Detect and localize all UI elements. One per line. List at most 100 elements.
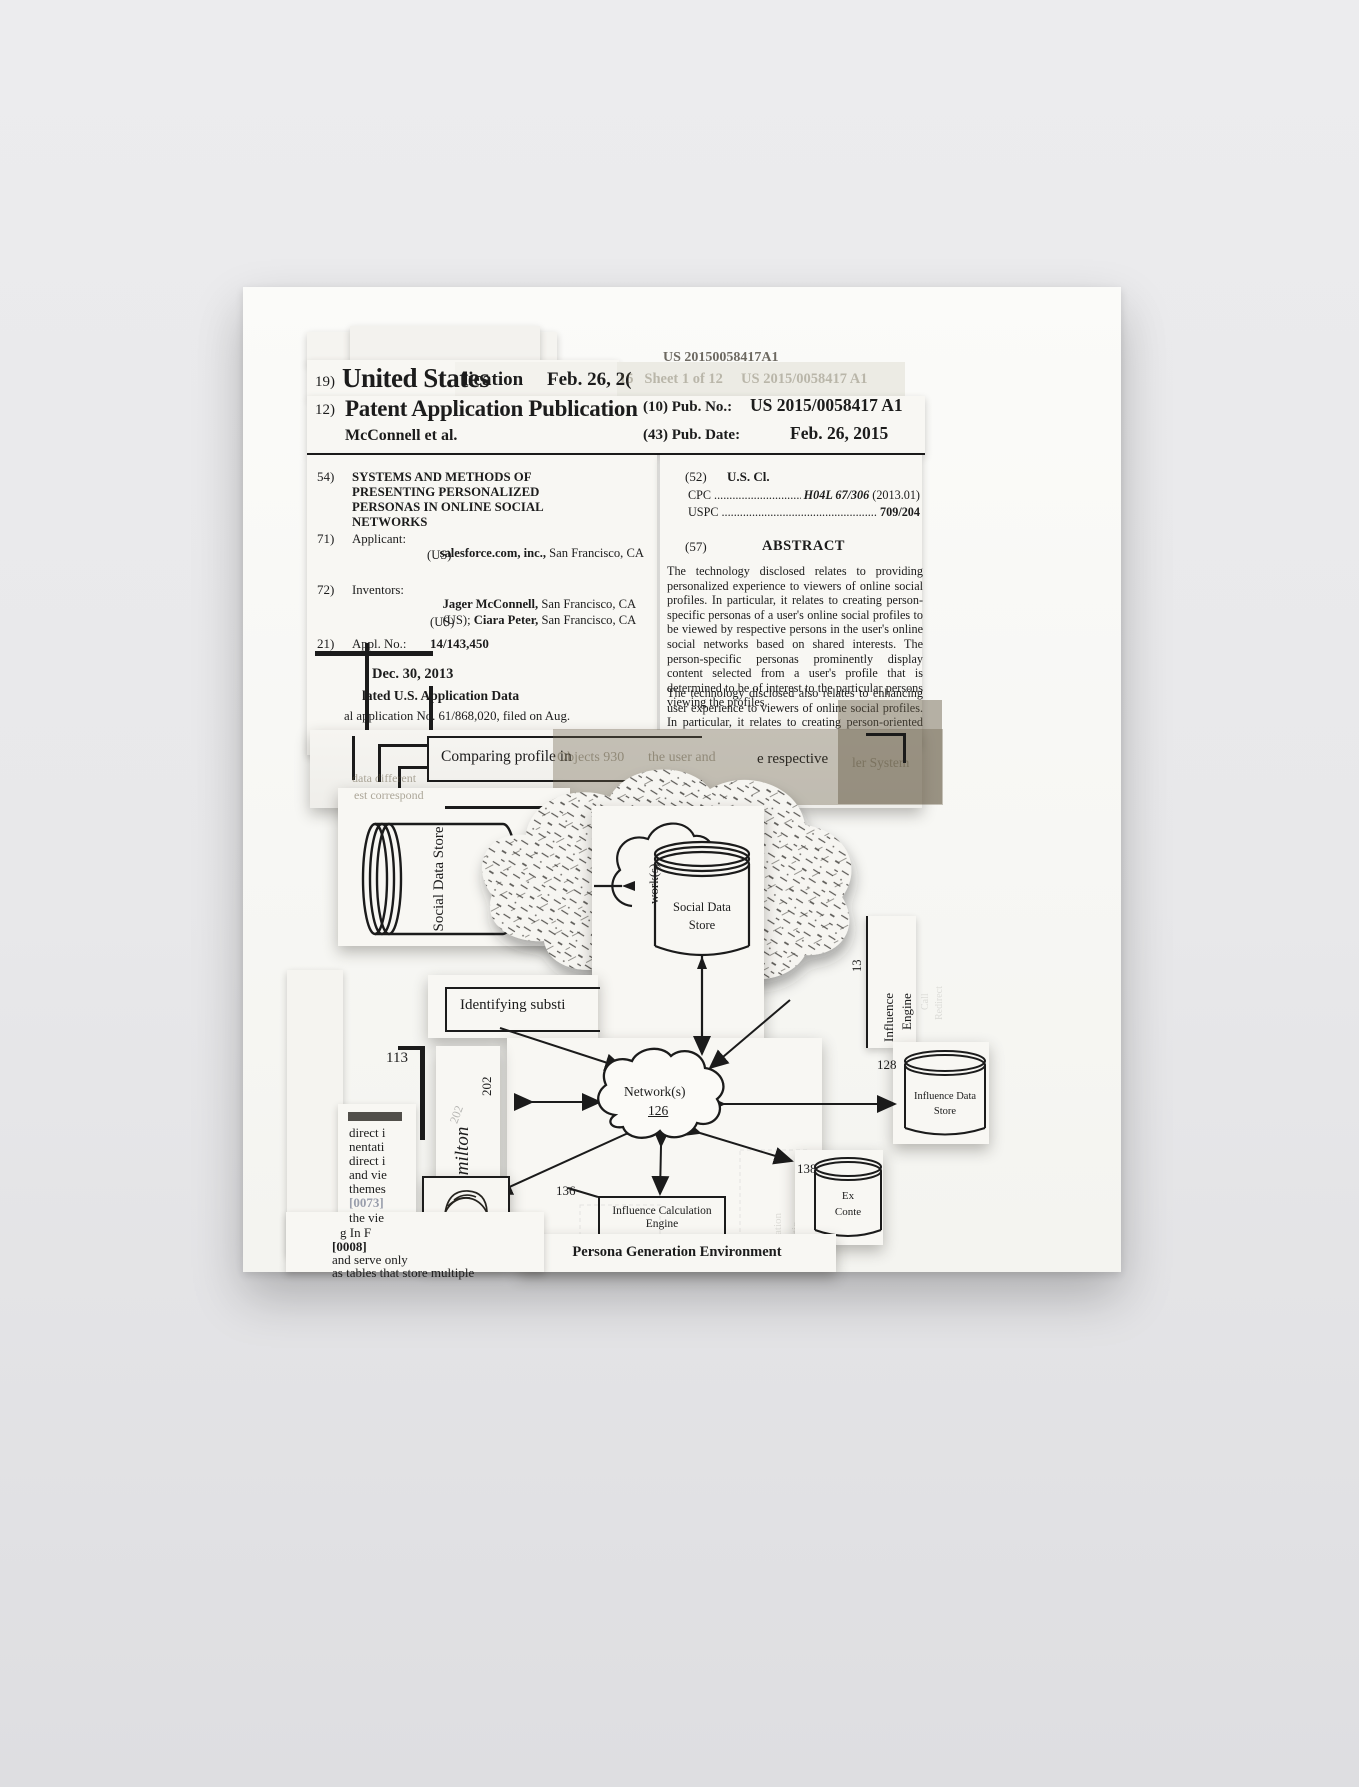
comparing-box [427, 736, 702, 782]
pub-header-piece [307, 396, 925, 455]
abstract-paragraph-1: The technology disclosed relates to prov… [667, 564, 923, 710]
pub-title: Patent Application Publication [345, 396, 638, 421]
ref-113: 113 [386, 1050, 408, 1066]
country-title: United States [342, 363, 490, 393]
center-panel-diagram: work(s) Social Data Store [594, 822, 751, 1062]
tape-strip-dark [838, 700, 942, 804]
appl-value: 14/143,450 [430, 636, 489, 651]
respective-label: e respective [757, 751, 829, 767]
center-cylinder-label1: Social Data [673, 900, 731, 914]
external-cylinder-label1: Ex [842, 1190, 855, 1202]
kindcode-overlap-strip [455, 362, 617, 396]
bracket-hline [866, 733, 906, 736]
bracket-vline [352, 736, 355, 780]
overlap-fragment: lication [463, 369, 524, 390]
ref-128: 128 [877, 1057, 897, 1072]
influence-engine-strip [866, 916, 916, 1048]
external-cylinder-label2: Conte [835, 1206, 861, 1218]
applicant-value: salesforce.com, inc., San Francisco, CA [427, 532, 644, 574]
pub-date-label: (43) Pub. Date: [643, 427, 741, 443]
margin-fragment: themes [349, 1182, 386, 1196]
cpc-value: H04L 67/306 [803, 488, 870, 502]
bottom-fragment: as tables that store multiple [332, 1266, 475, 1280]
ref-136: 136 [556, 1183, 576, 1198]
tape-covered-strip [617, 362, 905, 396]
pub-num: 12) [315, 402, 335, 418]
authors: McConnell et al. [345, 427, 458, 444]
bracket-vline [378, 744, 381, 782]
panel-edge-hline [398, 1046, 425, 1050]
related-heading: lated U.S. Application Data [362, 688, 520, 703]
caption-piece [518, 1234, 836, 1272]
bracket-vline [903, 733, 906, 763]
abstract-heading: ABSTRACT [762, 538, 845, 554]
inventors-num: 72) [317, 582, 335, 597]
cpc-suffix: (2013.01) [869, 488, 920, 502]
appl-num: 21) [317, 636, 335, 651]
cpc-dots: ........................................ [714, 488, 801, 502]
title-num: 54) [317, 469, 335, 484]
inventor-country: (US) [430, 615, 455, 629]
bracket-hline [398, 766, 427, 769]
kind-code-num: 19) [315, 374, 335, 390]
bracket-hline [378, 744, 427, 747]
margin-fragment: and vie [349, 1168, 387, 1182]
applicant-num: 71) [317, 531, 335, 546]
network-cloud-ref: 126 [648, 1103, 669, 1118]
engine-box-label1: Influence Calculation [612, 1204, 712, 1217]
uspc-label: USPC [688, 505, 719, 519]
margin-piece [286, 1212, 544, 1272]
margin-fragment-paragraph-number: [0073] [349, 1196, 384, 1210]
faint-pub-number: US 20150058417A1 [663, 350, 779, 365]
left-cylinder-label: Social Data Store [431, 826, 447, 931]
margin-fragment: direct i [349, 1126, 386, 1140]
pub-no-label: (10) Pub. No.: [643, 399, 733, 415]
inventor1-name: Jager McConnell, [442, 597, 539, 612]
faint-fragment: data different [352, 771, 417, 785]
applicant-country: (US) [427, 548, 452, 562]
ref-138: 138 [797, 1161, 817, 1176]
identifying-piece [428, 975, 598, 1038]
pub-no-value: US 2015/0058417 A1 [750, 395, 903, 415]
pub-date-value: Feb. 26, 2015 [790, 423, 889, 443]
uscl-num: (52) [685, 469, 707, 484]
abstract-piece [660, 455, 922, 745]
connector-hline [445, 806, 557, 809]
inventor2-name: Ciara Peter, [473, 613, 539, 628]
external-content-cylinder: Ex Conte [814, 1157, 882, 1237]
uspc-value: 709/204 [880, 505, 920, 519]
network-cloud-label: Network(s) [624, 1084, 686, 1099]
bottom-fragment: g In F [340, 1225, 372, 1240]
margin-piece [287, 970, 343, 1255]
inventor-line1: Jager McConnell, San Francisco, CA [430, 583, 637, 625]
margin-piece [338, 1104, 416, 1222]
applicant-name: salesforce.com, inc., [439, 546, 547, 561]
faint-fragment: est correspond [354, 788, 424, 802]
panel-edge-vline [420, 1048, 425, 1140]
inventors-label: Inventors: [352, 583, 404, 597]
inventor-line2: (US); Ciara Peter, San Francisco, CA [430, 599, 637, 641]
bottom-fragment: and serve only [332, 1252, 408, 1267]
bottom-fragment-paragraph-number: [0008] [332, 1239, 367, 1254]
margin-fragment: the vie [349, 1211, 385, 1225]
uscl-heading: U.S. Cl. [727, 469, 770, 484]
invention-title: SYSTEMS AND METHODS OF PRESENTING PERSON… [352, 470, 543, 529]
engine-box-label2: Engine [645, 1218, 679, 1230]
figure-caption: Persona Generation Environment [572, 1244, 782, 1260]
cpc-label: CPC [688, 488, 712, 502]
uspc-dots: ........................................… [721, 505, 878, 519]
applicant-city: San Francisco, CA [546, 546, 644, 561]
identifying-box-label: Identifying substi [460, 997, 566, 1013]
inventor1-city: San Francisco, CA [538, 597, 637, 612]
cpc-row: CPC ....................................… [688, 488, 920, 503]
margin-fragment: nentati [349, 1140, 385, 1154]
piece-edge-bar [315, 651, 433, 656]
ink-smudge [348, 1112, 402, 1121]
applicant-label: Applicant: [352, 532, 407, 546]
inventor2-prefix: (US); [442, 613, 474, 628]
date-fragment: Feb. 26, 2( [547, 369, 632, 390]
influence-cylinder-label2: Store [934, 1106, 957, 1117]
paper-strip [350, 326, 540, 364]
small-cloud-label: work(s) [646, 864, 661, 904]
